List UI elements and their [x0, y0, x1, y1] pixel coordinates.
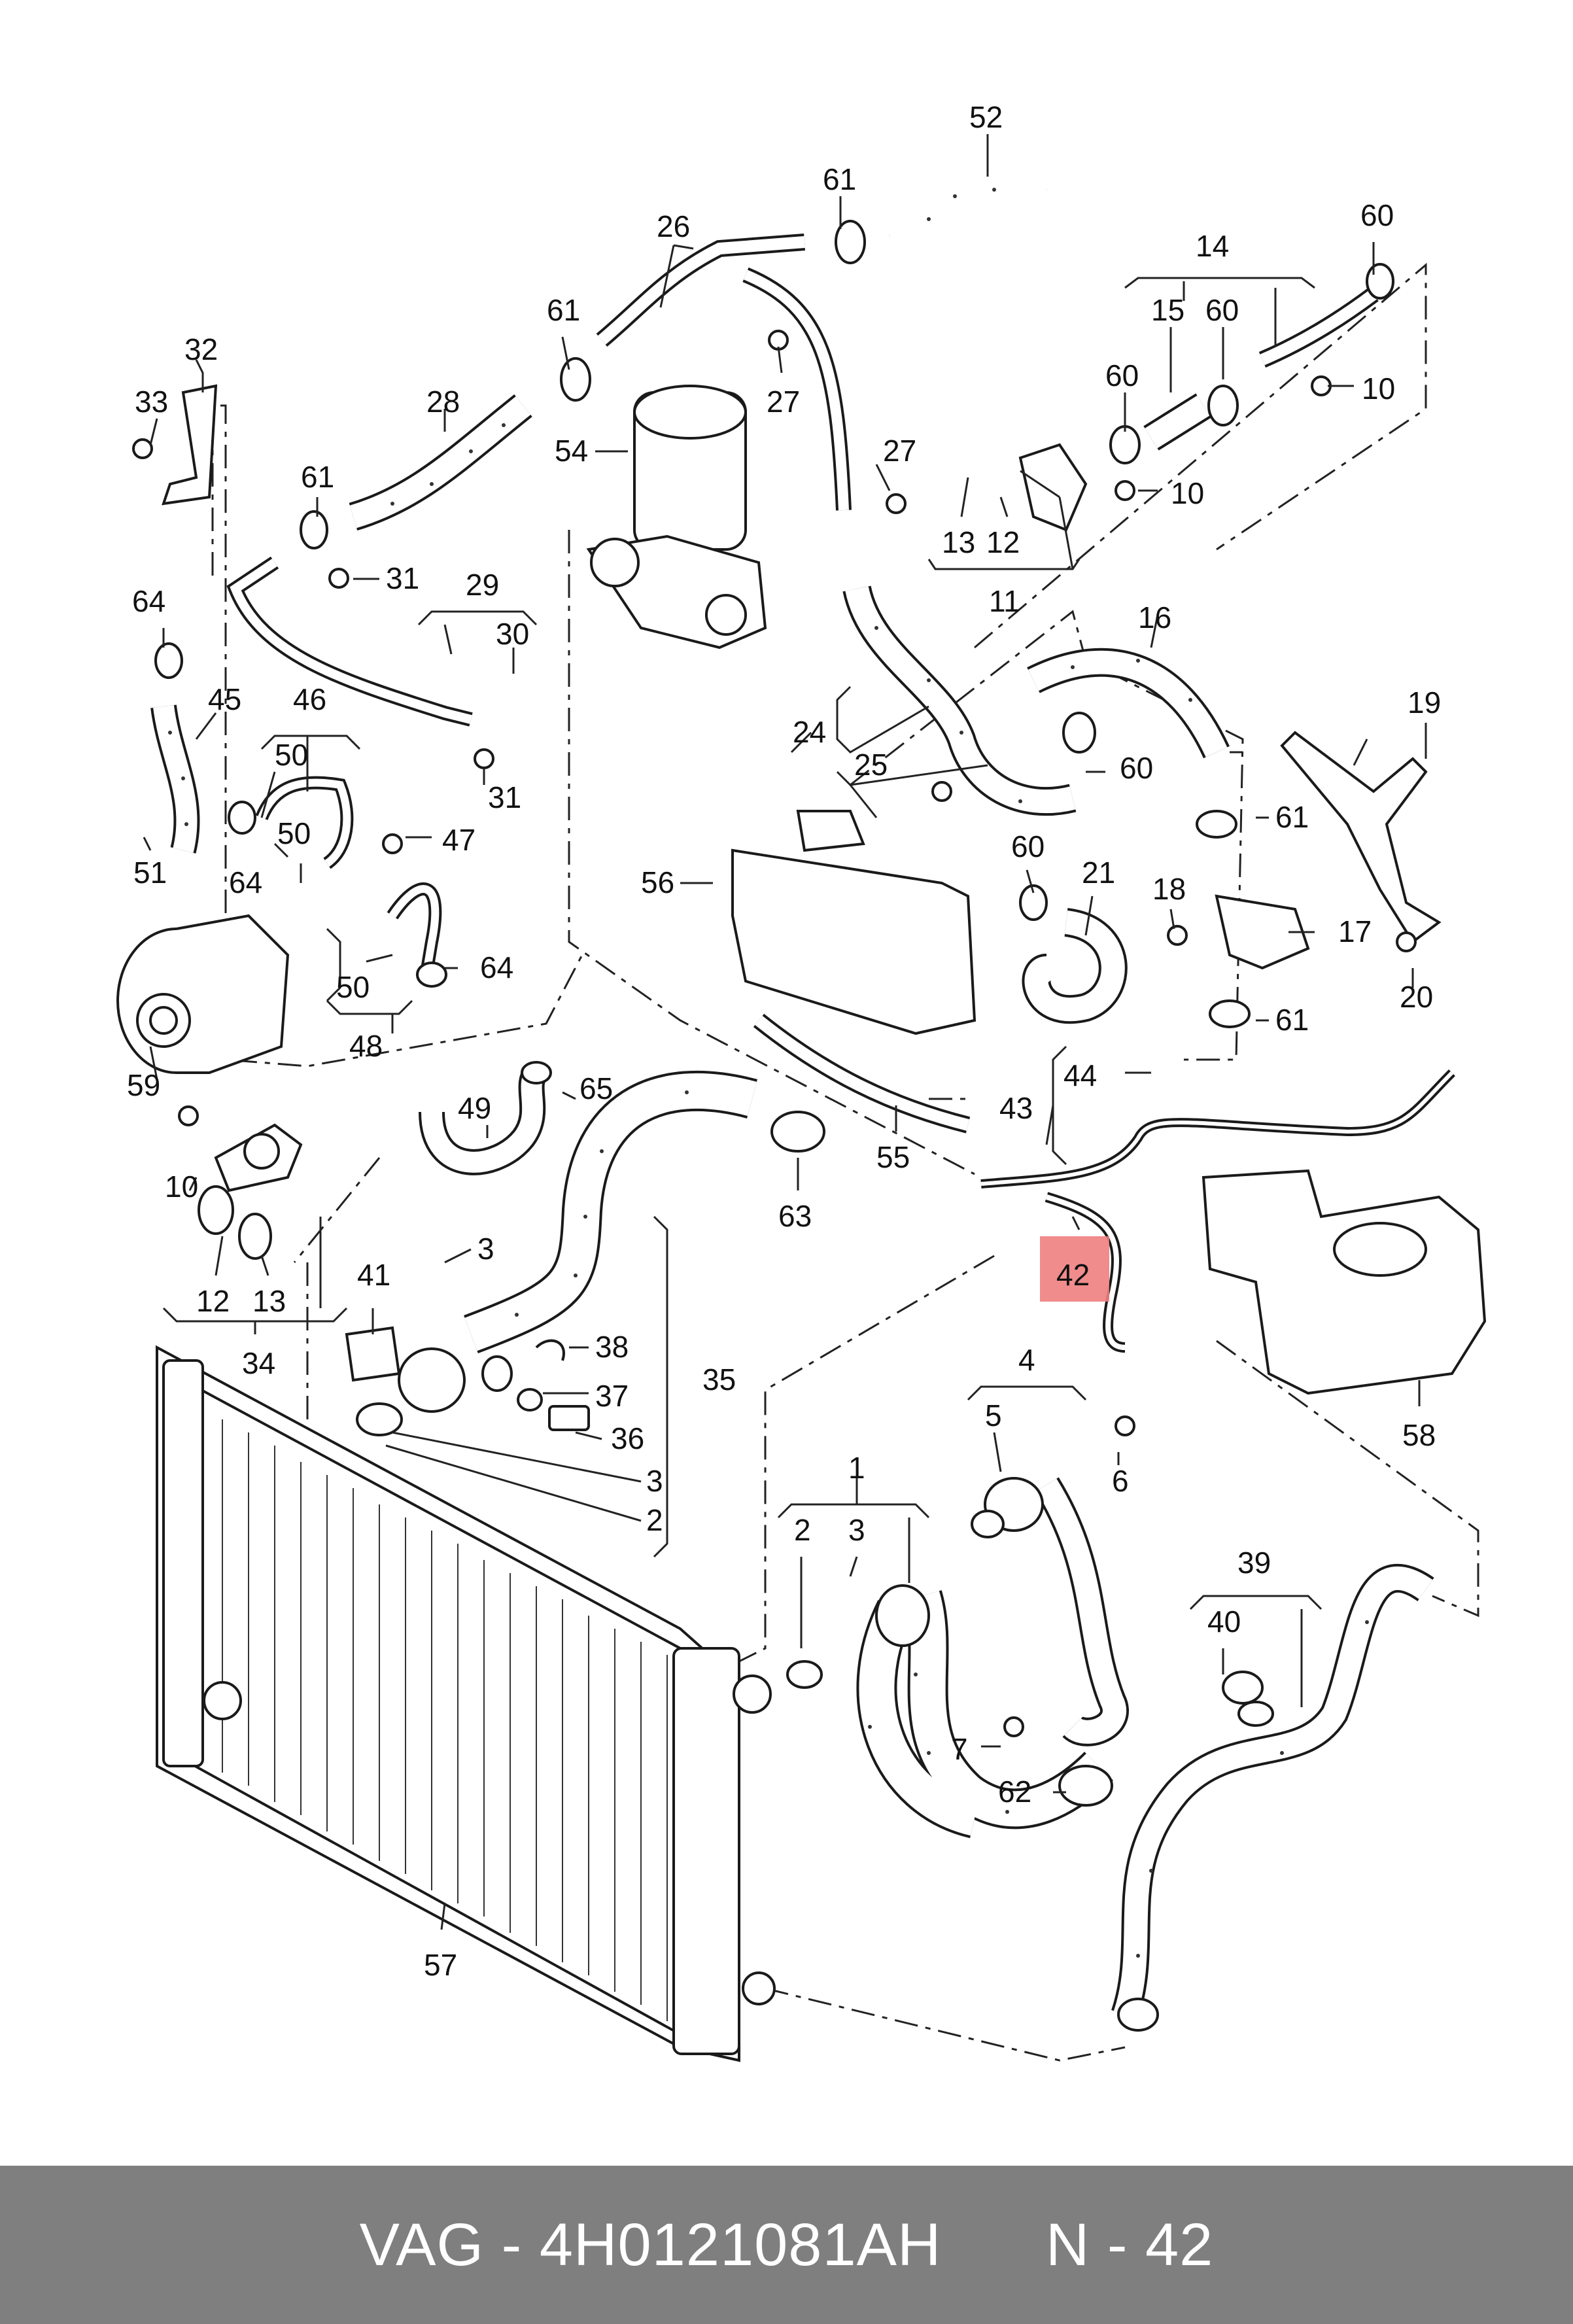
label-61: 61 [1275, 800, 1309, 834]
label-24: 24 [793, 715, 826, 749]
label-47: 47 [442, 823, 475, 857]
part-number-text: VAG - 4H0121081AH [359, 2211, 942, 2278]
label-35: 35 [702, 1362, 736, 1396]
label-55: 55 [876, 1140, 910, 1174]
label-27: 27 [767, 385, 800, 419]
label-6: 6 [1112, 1464, 1129, 1498]
label-13: 13 [252, 1284, 286, 1318]
label-64: 64 [132, 584, 165, 618]
label-52: 52 [969, 100, 1003, 134]
label-64: 64 [229, 865, 262, 899]
label-5: 5 [985, 1398, 1002, 1432]
highlight-box-42 [1040, 1236, 1109, 1302]
label-3: 3 [848, 1513, 865, 1547]
label-10: 10 [1171, 476, 1204, 510]
label-33: 33 [135, 385, 168, 419]
label-31: 31 [488, 780, 521, 814]
label-12: 12 [196, 1284, 230, 1318]
label-46: 46 [293, 682, 326, 716]
label-26: 26 [657, 209, 690, 243]
label-60: 60 [1011, 829, 1045, 863]
label-61: 61 [547, 293, 580, 327]
components [116, 220, 1487, 2032]
label-61: 61 [1275, 1003, 1309, 1037]
label-3: 3 [646, 1464, 663, 1498]
label-3: 3 [477, 1232, 494, 1266]
label-13: 13 [942, 525, 975, 559]
label-18: 18 [1152, 872, 1186, 906]
label-16: 16 [1138, 600, 1171, 634]
label-48: 48 [349, 1029, 383, 1063]
parts-diagram: 52 61 26 61 14 60 15 60 60 10 10 32 33 2… [116, 100, 1487, 2062]
label-15: 15 [1151, 293, 1184, 327]
label-11: 11 [989, 584, 1020, 618]
label-37: 37 [595, 1379, 629, 1413]
part-number-banner: VAG - 4H0121081AH N - 42 [0, 2166, 1573, 2324]
label-10: 10 [165, 1170, 198, 1204]
label-62: 62 [998, 1775, 1031, 1809]
label-10: 10 [1362, 372, 1395, 406]
label-21: 21 [1082, 856, 1115, 890]
label-50: 50 [277, 816, 311, 850]
label-34: 34 [242, 1346, 275, 1380]
label-65: 65 [579, 1071, 613, 1105]
label-36: 36 [611, 1421, 644, 1455]
callout-labels: 52 61 26 61 14 60 15 60 60 10 10 32 33 2… [127, 100, 1441, 1982]
label-2: 2 [646, 1503, 663, 1537]
label-49: 49 [458, 1091, 491, 1125]
label-50: 50 [275, 738, 308, 772]
label-30: 30 [496, 617, 529, 651]
label-7: 7 [951, 1732, 968, 1766]
label-19: 19 [1408, 685, 1441, 720]
label-4: 4 [1018, 1343, 1035, 1377]
label-51: 51 [133, 856, 167, 890]
label-29: 29 [466, 568, 499, 602]
label-43: 43 [999, 1091, 1033, 1125]
label-40: 40 [1207, 1604, 1241, 1639]
label-28: 28 [426, 385, 460, 419]
label-44: 44 [1063, 1058, 1097, 1092]
label-27: 27 [883, 434, 916, 468]
label-39: 39 [1237, 1546, 1271, 1580]
label-25: 25 [854, 748, 888, 782]
label-57: 57 [424, 1948, 457, 1982]
label-56: 56 [641, 865, 674, 899]
hose-texture [168, 188, 1369, 1958]
label-61: 61 [301, 460, 334, 494]
label-31: 31 [386, 561, 419, 595]
label-58: 58 [1402, 1418, 1436, 1452]
bolts [132, 330, 1417, 1737]
label-54: 54 [555, 434, 588, 468]
label-59: 59 [127, 1068, 160, 1102]
label-60: 60 [1120, 751, 1153, 785]
label-20: 20 [1400, 980, 1433, 1014]
hoses [150, 172, 1434, 2019]
label-64: 64 [480, 950, 513, 984]
label-63: 63 [778, 1199, 812, 1233]
label-45: 45 [208, 682, 241, 716]
radiator-57 [156, 1345, 776, 2062]
label-32: 32 [184, 332, 218, 366]
label-61: 61 [823, 162, 856, 196]
footer-gap [941, 2211, 1045, 2280]
label-14: 14 [1196, 229, 1229, 263]
label-41: 41 [357, 1258, 390, 1292]
label-2: 2 [794, 1513, 811, 1547]
label-17: 17 [1338, 914, 1372, 948]
label-60: 60 [1360, 198, 1394, 232]
label-60: 60 [1205, 293, 1239, 327]
label-1: 1 [848, 1451, 865, 1485]
leader-lines [143, 134, 1427, 1930]
label-50: 50 [336, 970, 370, 1004]
pipes [226, 234, 1455, 1353]
position-number-text: N - 42 [1045, 2211, 1214, 2278]
label-60: 60 [1105, 358, 1139, 392]
label-38: 38 [595, 1330, 629, 1364]
label-12: 12 [986, 525, 1020, 559]
label-42: 42 [1056, 1258, 1090, 1292]
